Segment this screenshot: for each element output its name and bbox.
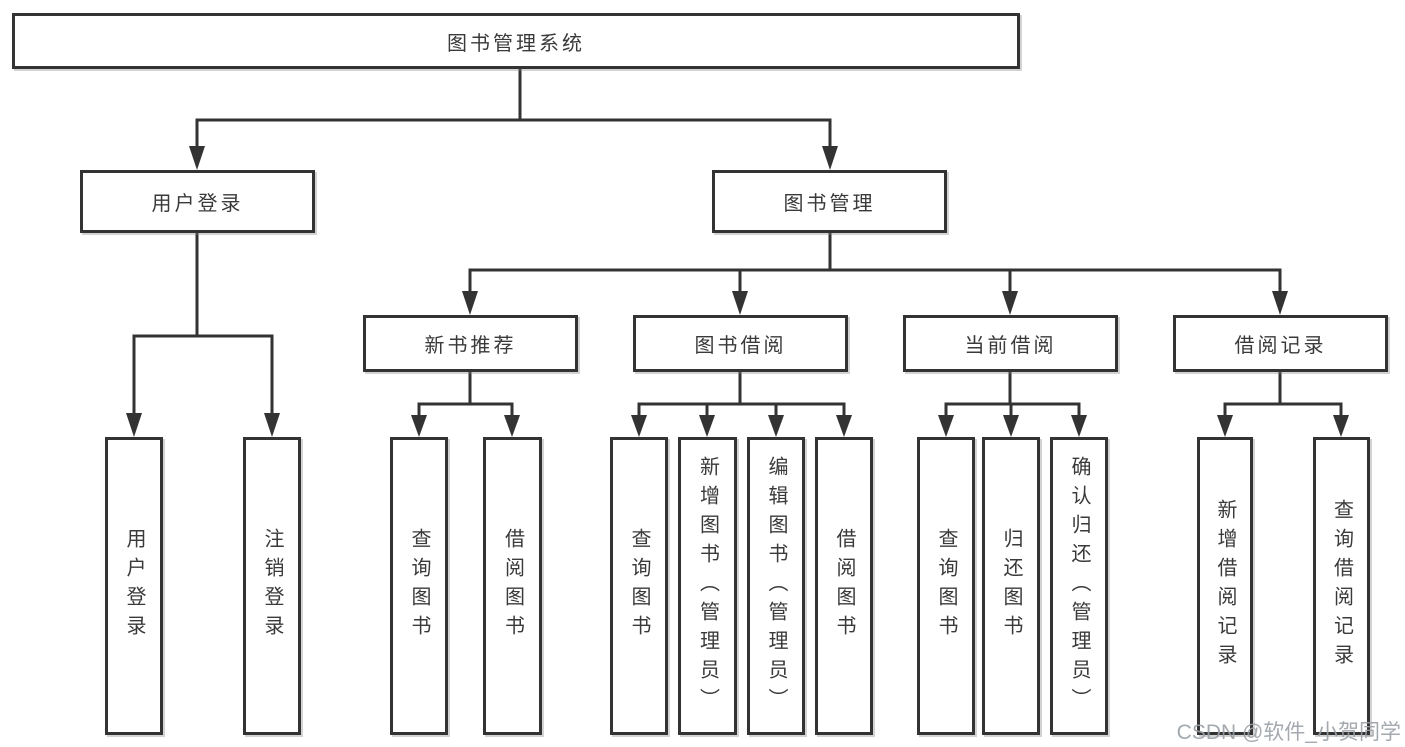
node-label: 查询借阅记录 <box>1330 499 1353 673</box>
node-label: 借阅图书 <box>833 528 855 644</box>
csdn-watermark: CSDN @软件_小贺同学 <box>1176 721 1401 744</box>
leaf-edit-books-admin: 编辑图书（管理员） <box>747 437 805 735</box>
node-user-login: 用户登录 <box>80 170 315 233</box>
node-label: 确认归还（管理员） <box>1068 455 1090 717</box>
leaf-query-books-2: 查询图书 <box>610 437 668 735</box>
leaf-add-books-admin: 新增图书（管理员） <box>678 437 737 735</box>
leaf-confirm-return-admin: 确认归还（管理员） <box>1050 437 1108 735</box>
node-label: 查询图书 <box>628 528 650 644</box>
leaf-borrow-books-1: 借阅图书 <box>483 437 542 735</box>
node-current-borrowing: 当前借阅 <box>903 315 1118 372</box>
node-label: 注销登录 <box>261 528 283 644</box>
leaf-logout: 注销登录 <box>243 437 301 735</box>
leaf-query-borrow-record: 查询借阅记录 <box>1313 437 1370 735</box>
leaf-query-books-3: 查询图书 <box>917 437 975 735</box>
leaf-return-books: 归还图书 <box>982 437 1040 735</box>
node-new-book-recommend: 新书推荐 <box>363 315 578 372</box>
node-label: 新增借阅记录 <box>1214 499 1236 673</box>
node-label: 查询图书 <box>408 528 430 644</box>
node-library-management-system: 图书管理系统 <box>12 13 1020 69</box>
leaf-query-books-1: 查询图书 <box>390 437 448 735</box>
leaf-user-login: 用户登录 <box>105 437 163 735</box>
node-label: 新增图书（管理员） <box>696 455 719 717</box>
node-label: 图书管理 <box>783 193 876 215</box>
node-label: 图书借阅 <box>694 335 787 357</box>
node-book-management: 图书管理 <box>712 170 947 233</box>
node-label: 编辑图书（管理员） <box>765 455 787 717</box>
node-label: 查询图书 <box>935 528 957 644</box>
node-label: 新书推荐 <box>424 335 517 357</box>
leaf-add-borrow-record: 新增借阅记录 <box>1197 437 1253 735</box>
node-label: 图书管理系统 <box>447 32 585 55</box>
node-label: 用户登录 <box>151 193 244 215</box>
node-label: 借阅记录 <box>1234 335 1327 357</box>
node-label: 借阅图书 <box>501 528 524 644</box>
arrowheads <box>126 146 1349 437</box>
node-label: 用户登录 <box>123 528 145 644</box>
node-label: 归还图书 <box>1000 528 1022 644</box>
node-borrowing-records: 借阅记录 <box>1173 315 1388 372</box>
node-label: 当前借阅 <box>964 335 1057 357</box>
node-book-borrowing: 图书借阅 <box>633 315 848 372</box>
leaf-borrow-books-2: 借阅图书 <box>815 437 873 735</box>
